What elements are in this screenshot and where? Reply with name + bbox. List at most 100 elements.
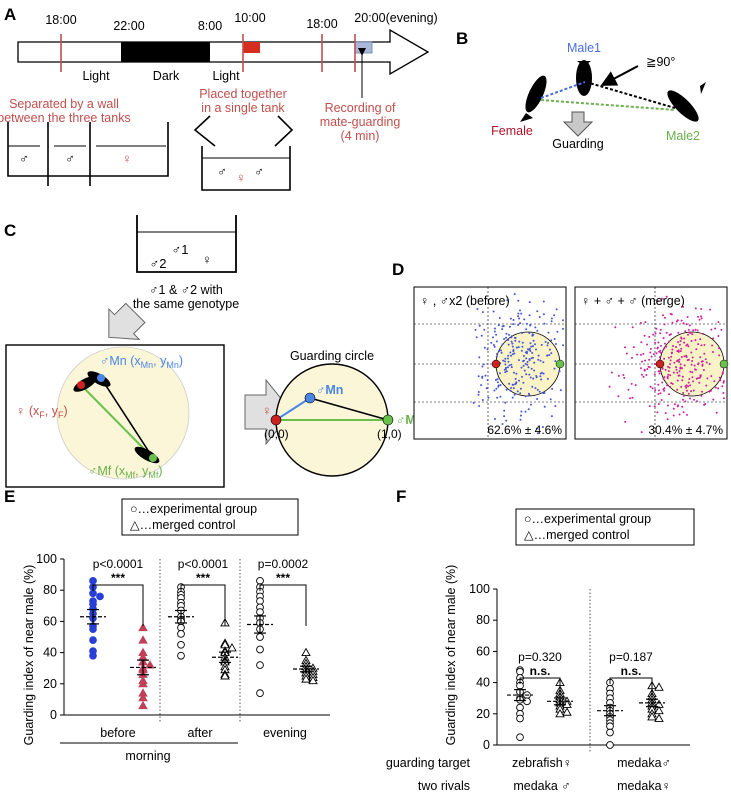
data-point [516,714,524,723]
track-point [660,344,662,347]
track-point [653,405,656,408]
separated-tanks [7,122,169,186]
track-point [495,355,498,358]
track-point [668,366,671,369]
track-point [617,395,620,398]
track-point [529,342,532,345]
track-point [542,300,545,303]
genotype-note: the same genotype [133,297,239,311]
track-point [688,378,691,380]
track-point [689,384,692,387]
group-label: after [187,726,212,740]
track-point [718,347,720,350]
track-point [668,340,671,343]
track-point [669,374,672,377]
track-point [544,340,547,343]
track-point [495,340,498,343]
track-point [510,387,512,389]
track-point [494,327,496,330]
track-point [511,353,514,356]
track-point [667,356,670,359]
track-point [659,332,662,335]
track-point [500,349,502,352]
track-point [503,409,506,412]
track-point [699,338,702,341]
track-point [519,392,522,395]
track-point [659,349,662,352]
track-point [700,360,703,363]
track-point [527,408,530,411]
timeline-arrow [17,28,430,76]
data-point [654,682,664,691]
track-point [539,375,542,378]
track-point [532,377,535,380]
svg-text:between the three tanks: between the three tanks [0,111,131,125]
scatter-merge-grid [575,287,727,439]
track-point [718,376,721,379]
track-point [681,375,684,378]
track-point [662,378,665,381]
track-point [664,412,667,415]
track-point [642,375,645,378]
track-point [693,364,696,367]
track-point [562,327,564,330]
track-point [683,337,686,340]
track-point [685,384,688,387]
track-point [528,314,531,317]
track-point [509,317,512,320]
track-point [506,299,509,302]
track-point [550,352,553,355]
track-point [705,384,708,387]
track-point [654,389,657,392]
track-point [526,361,529,363]
together-note: Placed together in a single tank [199,87,287,115]
track-point [651,387,654,390]
track-point [562,319,564,322]
track-point [502,359,505,362]
track-point [478,356,481,359]
track-point [610,371,613,374]
track-point [625,352,628,355]
time-label: 10:00 [234,11,265,25]
angle-label: ≧90° [646,55,675,69]
data-point [516,703,524,712]
track-point [676,388,679,391]
track-point [717,387,720,390]
track-point [661,367,664,370]
track-point [722,381,725,384]
angle-arrow [600,65,639,86]
f-rivals-1: medaka ♂ [513,779,570,793]
track-point [640,367,642,370]
significance-bracket [180,584,226,626]
track-point [664,368,667,371]
placement-marker [243,42,260,53]
track-point [529,376,532,379]
data-point [562,707,572,716]
track-point [676,371,679,374]
track-point [650,355,653,358]
track-point [558,370,561,373]
track-point [503,368,506,371]
track-point [695,377,698,380]
track-point [542,361,545,364]
track-point [677,331,680,334]
track-point [519,322,522,325]
track-point [666,418,669,421]
data-point [256,661,264,669]
track-point [623,376,626,379]
track-point [672,371,675,374]
line-male1-male2 [585,81,676,109]
track-point [541,426,544,428]
significance-label: *** [111,571,125,585]
scatter-before-female-point [491,359,501,369]
track-point [525,328,528,331]
track-point [640,373,643,376]
svg-text:in a single tank: in a single tank [201,101,285,115]
track-point [688,331,691,334]
track-point [715,411,718,414]
track-point [690,340,693,342]
male-symbol: ♂ [19,151,29,166]
track-point [556,330,559,333]
circle-line-mn-mf [309,397,389,421]
track-point [668,334,671,336]
